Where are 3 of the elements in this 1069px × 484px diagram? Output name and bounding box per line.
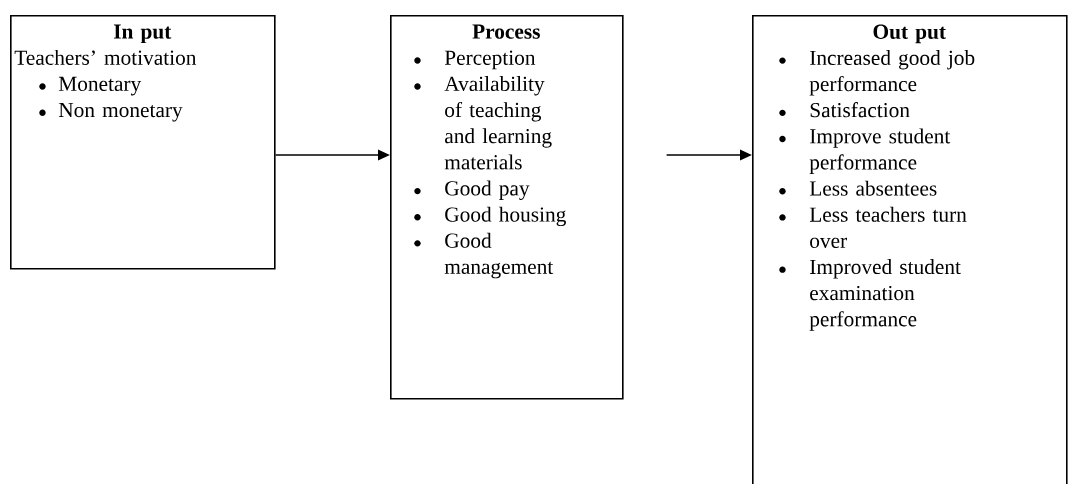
process-box: In put Teachers’ motivation Monetary Non monetary <box>10 15 276 270</box>
process-box: Process Perception Availability of teaching and learning materials Good pay Good housing Good management <box>390 15 624 400</box>
process-box: Out put Increased good job performance Satisfaction Improve student performance Less absentees Less teachers turn over Improved student examination performance <box>752 15 1068 484</box>
